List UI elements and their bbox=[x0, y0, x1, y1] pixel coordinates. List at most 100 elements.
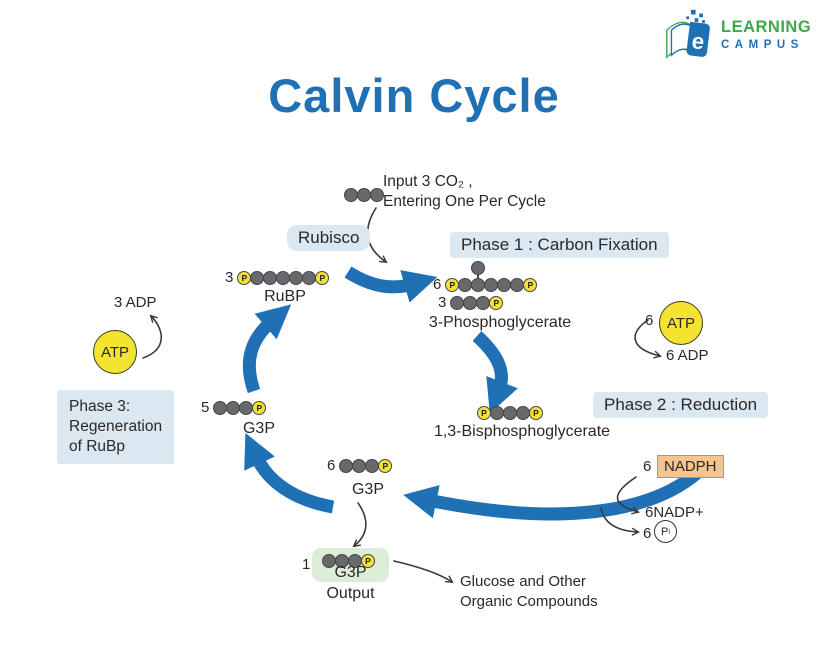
svg-text:e: e bbox=[690, 28, 705, 54]
phase3-line3: of RuBp bbox=[69, 438, 126, 455]
arrow-g3p-to-g3p5 bbox=[244, 432, 335, 514]
carbon-phosphate-chain: P bbox=[213, 401, 267, 415]
molecule-count: 3 bbox=[438, 294, 447, 311]
pi-symbol: P bbox=[660, 525, 669, 538]
logo-text: LEARNING CAMPUS bbox=[721, 18, 811, 51]
carbon-bead-top bbox=[471, 261, 486, 275]
output-count: 1 bbox=[302, 556, 311, 573]
carbon-phosphate-chain bbox=[344, 188, 384, 202]
output-label: Output bbox=[326, 585, 375, 602]
phase3-line1: Phase 3: bbox=[69, 398, 131, 415]
adp-right-label: 6 ADP bbox=[666, 347, 709, 364]
phase2-chip: Phase 2 : Reduction bbox=[593, 392, 769, 418]
arrow-co2-input bbox=[367, 207, 388, 264]
pi-count: 6 bbox=[643, 525, 652, 542]
carbon-bead bbox=[463, 296, 478, 310]
phosphate-bead: P bbox=[477, 406, 491, 420]
glucose-line1: Glucose and Other bbox=[460, 573, 586, 590]
carbon-bead bbox=[503, 406, 517, 420]
carbon-bead bbox=[357, 188, 371, 202]
rubisco-chip: Rubisco bbox=[287, 225, 371, 251]
g3p-output-label: G3P bbox=[334, 564, 367, 581]
arrow-nadph-to-nadp bbox=[616, 476, 640, 515]
molecule-count: 6 bbox=[327, 457, 336, 474]
logo-campus-label: CAMPUS bbox=[721, 38, 804, 51]
arrow-rubp-to-pga bbox=[344, 266, 438, 303]
logo-book-icon: e bbox=[666, 9, 710, 59]
carbon-bead bbox=[339, 459, 354, 473]
pi-subscript: i bbox=[668, 527, 670, 536]
phosphate-bead: P bbox=[523, 278, 538, 292]
arrow-pga-to-bpg bbox=[472, 331, 518, 414]
phase3-line2: Regeneration bbox=[69, 418, 163, 435]
atp-left-circle: ATP bbox=[93, 330, 137, 374]
carbon-phosphate-chain: P bbox=[450, 296, 504, 310]
g3p-output-molecule: P bbox=[322, 554, 375, 568]
phosphate-bead: P bbox=[378, 459, 393, 473]
arrow-output-to-glucose bbox=[393, 560, 454, 584]
glucose-text: Glucose and Other Organic Compounds bbox=[460, 572, 598, 612]
carbon-bead bbox=[365, 459, 380, 473]
arrow-g3p-to-output bbox=[352, 502, 367, 548]
brand-logo: e LEARNING CAMPUS bbox=[664, 8, 811, 60]
molecule-count: 5 bbox=[201, 399, 210, 416]
nadph-box: NADPH bbox=[657, 455, 724, 478]
output-box: P G3P bbox=[312, 548, 389, 582]
carbon-bead bbox=[344, 188, 358, 202]
molecule-count: 6 bbox=[433, 276, 442, 293]
carbon-bead bbox=[289, 271, 304, 285]
arrow-g3p5-to-rubp bbox=[242, 304, 292, 394]
co2-input-text: Input 3 CO₂ , Entering One Per Cycle bbox=[383, 172, 546, 212]
co2-molecule bbox=[344, 188, 384, 202]
pga-label: 3-Phosphoglycerate bbox=[428, 314, 572, 331]
page-title: Calvin Cycle bbox=[268, 69, 560, 122]
phosphate-bead: P bbox=[361, 554, 375, 568]
carbon-phosphate-chain: P bbox=[322, 554, 375, 568]
carbon-bead bbox=[352, 459, 367, 473]
carbon-bead bbox=[213, 401, 228, 415]
phase3-box: Phase 3: Regeneration of RuBp bbox=[57, 390, 175, 464]
phase1-chip: Phase 1 : Carbon Fixation bbox=[450, 232, 669, 258]
g3p-bottom-label: G3P bbox=[351, 481, 384, 498]
arrow-nadph-to-pi bbox=[600, 507, 640, 536]
carbon-bead bbox=[476, 296, 491, 310]
phosphate-bead: P bbox=[489, 296, 504, 310]
bpg-label: 1,3-Bisphosphoglycerate bbox=[433, 423, 611, 440]
atp-right-count: 6 bbox=[645, 312, 654, 329]
carbon-bead bbox=[226, 401, 241, 415]
glucose-line2: Organic Compounds bbox=[460, 593, 598, 610]
carbon-bead bbox=[250, 271, 265, 285]
rubp-label: RuBP bbox=[264, 288, 306, 305]
carbon-bead bbox=[370, 188, 384, 202]
carbon-phosphate-chain: P bbox=[339, 459, 393, 473]
co2-input-line2: Entering One Per Cycle bbox=[383, 193, 546, 210]
g3p-left-label: G3P bbox=[242, 420, 275, 437]
nadph-count: 6 bbox=[643, 458, 652, 475]
phosphate-bead: P bbox=[237, 271, 252, 285]
carbon-bead bbox=[239, 401, 254, 415]
carbon-bead bbox=[276, 271, 291, 285]
carbon-bead bbox=[484, 278, 499, 292]
molecule-count: 3 bbox=[225, 269, 234, 286]
carbon-bead bbox=[458, 278, 473, 292]
carbon-bead bbox=[516, 406, 530, 420]
logo-learning-label: LEARNING bbox=[721, 17, 812, 36]
carbon-bead bbox=[471, 278, 486, 292]
atp-right-circle: ATP bbox=[659, 301, 703, 345]
phosphate-bead: P bbox=[252, 401, 267, 415]
bond-stem bbox=[477, 274, 479, 278]
carbon-bead bbox=[497, 278, 512, 292]
phosphate-bead: P bbox=[445, 278, 460, 292]
